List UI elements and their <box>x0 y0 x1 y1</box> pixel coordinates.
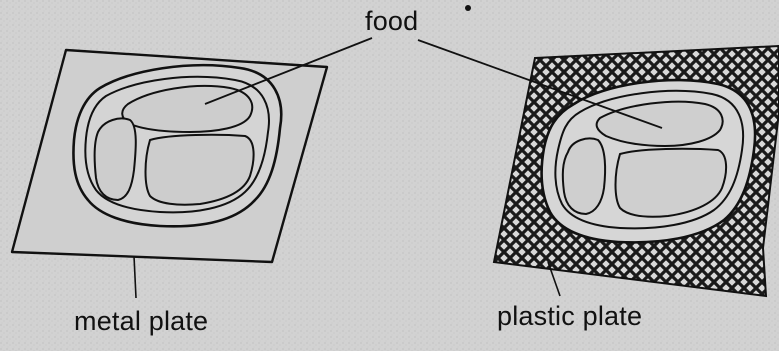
plastic-compartment-left <box>563 139 605 215</box>
food-label: food <box>365 6 418 37</box>
ink-dot <box>465 5 471 11</box>
metal-plate-label: metal plate <box>74 306 208 337</box>
plastic-plate-label: plastic plate <box>497 301 642 332</box>
metal-compartment-left <box>95 119 136 201</box>
